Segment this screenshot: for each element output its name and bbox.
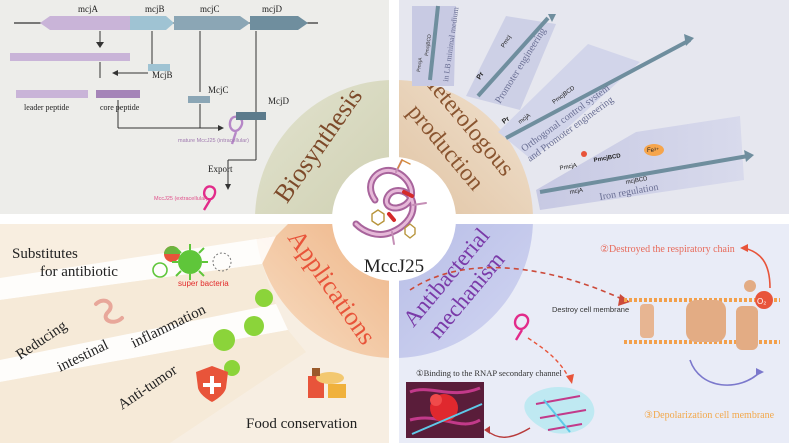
depolarization-label: ③Depolarization cell membrane [644,410,775,421]
mcja-label: mcjA [78,4,98,14]
mccj25-molecule-icon [352,159,427,245]
band-3-gene-a: Pr [501,115,511,125]
leader-peptide-bar [16,90,88,98]
intestine-icon [94,298,124,324]
respiratory-chain-label: ②Destroyed the respiratory chain [600,244,735,255]
export-label: Export [208,164,233,174]
band-4-gene-c: mcjA [569,188,583,196]
rnap-zoomed-icon [406,382,484,438]
mcjd-gene-arrow [250,16,308,30]
mcjd-label: mcjD [262,4,282,14]
oxygen-label: O₂ [757,297,766,306]
mcjc-gene-arrow [174,16,250,30]
tumor-cells-icon [213,289,273,376]
mcjd-protein-bar [236,112,266,120]
mature-mccj25-label: mature MccJ25 (intracellular) [178,138,249,144]
mcjb-protein-label: McjB [152,70,173,80]
band-3-plasmid-arrow [505,38,691,140]
rnap-binding-arrow [527,337,571,381]
extracellular-mccj25-label: MccJ25 (extracellular) [154,196,208,202]
band-4-gene-b: PmcjBCD [593,153,622,164]
super-bacteria-label: super bacteria [178,279,229,288]
rnap-binding-label: ①Binding to the RNAP secondary channel [416,368,563,378]
band-2-plasmid-arrow [476,16,550,98]
destroy-membrane-arrow [409,266,625,301]
band-4-gene-a: PmcjA [559,163,577,172]
substitutes-label-line1: Substitutes [12,246,78,262]
band-4-gene-d: mcjBCD [625,176,648,186]
band-1-gene-a: PmcjA [416,56,424,72]
extracellular-mccj25-icon [202,185,217,211]
substitutes-label-line2: for antibiotic [40,264,118,280]
band-3 [498,44,640,160]
cell-membrane-icon [624,280,780,350]
biosynthesis-diagram: mcjA mcjB mcjC mcjD McjB leader peptide … [10,4,318,211]
band-2-gene-a: Pr [476,71,486,81]
shield-icon [196,366,228,402]
mccj25-attack-icon [513,313,530,341]
destroy-membrane-label: Destroy cell membrane [552,305,629,314]
food-icon [308,368,346,398]
band-1-gene-b: PmcjBCD [424,34,433,57]
mcjb-label: mcjB [145,4,165,14]
fe3-label: Fe³⁺ [647,147,659,154]
applications-bands [0,224,306,443]
food-conservation-label: Food conservation [246,416,358,432]
center-label: MccJ25 [364,256,424,277]
depolarization-arrow [689,359,761,386]
fe3-ion-icon [644,144,664,156]
iron-repressor-icon [581,151,587,157]
super-bacteria-icon [152,244,232,280]
band-1-plasmid-arrow [428,5,440,81]
core-peptide-bar [96,90,140,98]
mcjc-label: mcjC [200,4,220,14]
core-peptide-label: core peptide [100,103,140,112]
oxygen-icon [755,291,773,309]
mcjb-protein-bar [148,64,170,71]
mcjc-protein-label: McjC [208,85,229,95]
precursor-peptide-bar [10,53,130,61]
mcjd-protein-label: McjD [268,96,289,106]
band-4-plasmid-arrow [539,154,749,194]
rnap-structure-icon [524,386,595,434]
mcjb-gene-arrow [130,16,174,30]
leader-peptide-label: leader peptide [24,103,70,112]
band-4 [536,116,744,210]
mcjc-protein-bar [188,96,210,103]
mcja-gene-arrow [40,16,130,30]
